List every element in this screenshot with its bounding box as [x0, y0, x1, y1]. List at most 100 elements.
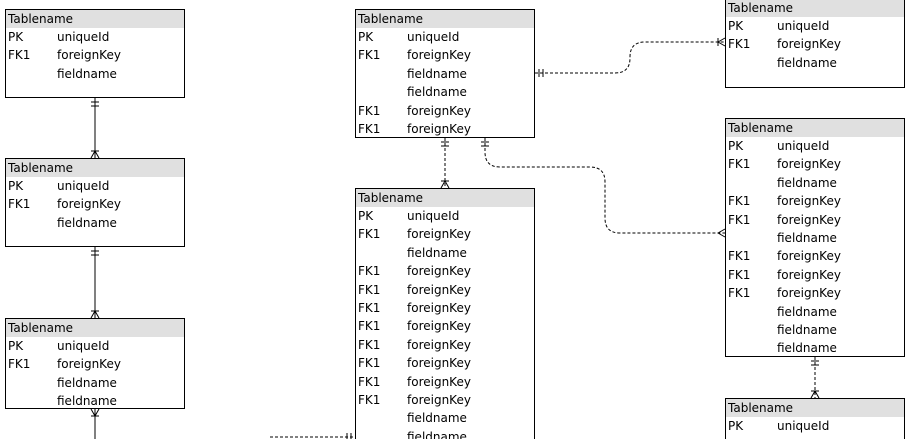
key-label: FK1	[8, 197, 31, 212]
crows-foot-marker	[90, 150, 96, 159]
field-name: foreignKey	[777, 249, 841, 264]
crows-foot-marker	[717, 232, 726, 238]
key-label: FK1	[8, 357, 31, 372]
field-name: fieldname	[57, 215, 117, 230]
field-name: foreignKey	[407, 392, 471, 407]
field-name: foreignKey	[407, 356, 471, 371]
key-label: PK	[728, 19, 744, 33]
entity-header: Tablename	[6, 159, 184, 177]
field-row: fieldname	[726, 303, 904, 321]
field-name: fieldname	[777, 55, 837, 70]
field-row: FK1 foreignKey	[726, 247, 904, 265]
field-name: foreignKey	[407, 121, 471, 136]
key-label: FK1	[728, 286, 751, 301]
field-name: foreignKey	[407, 48, 471, 63]
field-name: foreignKey	[407, 282, 471, 297]
key-label: PK	[728, 139, 744, 153]
field-name: fieldname	[777, 230, 837, 245]
field-name: foreignKey	[777, 212, 841, 227]
field-name: uniqueId	[407, 209, 460, 223]
key-label: FK1	[358, 319, 381, 334]
field-name: fieldname	[407, 66, 467, 81]
field-name: foreignKey	[777, 194, 841, 209]
crows-foot-marker	[440, 180, 446, 189]
crows-foot-marker	[717, 41, 726, 47]
field-row: FK1 foreignKey	[356, 391, 534, 409]
entity-header: Tablename	[6, 319, 184, 337]
crows-foot-marker	[717, 37, 726, 43]
crows-foot-marker	[810, 390, 816, 399]
key-label: FK1	[358, 227, 381, 242]
field-name: foreignKey	[407, 103, 471, 118]
field-name: uniqueId	[407, 30, 460, 44]
key-label: PK	[8, 179, 24, 193]
key-label: FK1	[728, 267, 751, 282]
field-row: PK uniqueId	[6, 337, 184, 355]
key-label: FK1	[728, 157, 751, 172]
field-name: fieldname	[57, 66, 117, 81]
key-label: FK1	[358, 337, 381, 352]
field-row: fieldname	[356, 409, 534, 427]
key-label: PK	[8, 30, 24, 44]
field-name: foreignKey	[407, 227, 471, 242]
field-row: fieldname	[726, 321, 904, 339]
crows-foot-marker	[814, 390, 820, 399]
field-name: foreignKey	[777, 267, 841, 282]
key-label: FK1	[358, 264, 381, 279]
entity-header: Tablename	[726, 0, 904, 17]
key-label: FK1	[358, 374, 381, 389]
field-name: fieldname	[777, 304, 837, 319]
crows-foot-marker	[717, 228, 726, 234]
field-name: fieldname	[777, 322, 837, 337]
field-name: foreignKey	[407, 300, 471, 315]
key-label: FK1	[728, 194, 751, 209]
field-name: foreignKey	[777, 37, 841, 52]
field-row: fieldname	[6, 214, 184, 232]
key-label: FK1	[8, 48, 31, 63]
crows-foot-marker	[94, 150, 100, 159]
key-label: PK	[728, 419, 744, 433]
crows-foot-marker	[90, 408, 96, 417]
field-row: fieldname	[726, 54, 904, 72]
field-name: uniqueId	[777, 19, 830, 33]
field-name: uniqueId	[57, 339, 110, 353]
field-name: fieldname	[57, 394, 117, 409]
crows-foot-marker	[90, 310, 96, 319]
field-row: fieldname	[726, 339, 904, 356]
crows-foot-marker	[444, 180, 450, 189]
key-label: FK1	[358, 392, 381, 407]
field-row: fieldname	[726, 229, 904, 247]
key-label: FK1	[358, 121, 381, 136]
key-label: FK1	[728, 249, 751, 264]
key-label: PK	[8, 339, 24, 353]
entity-header: Tablename	[356, 189, 534, 207]
field-name: fieldname	[407, 411, 467, 426]
